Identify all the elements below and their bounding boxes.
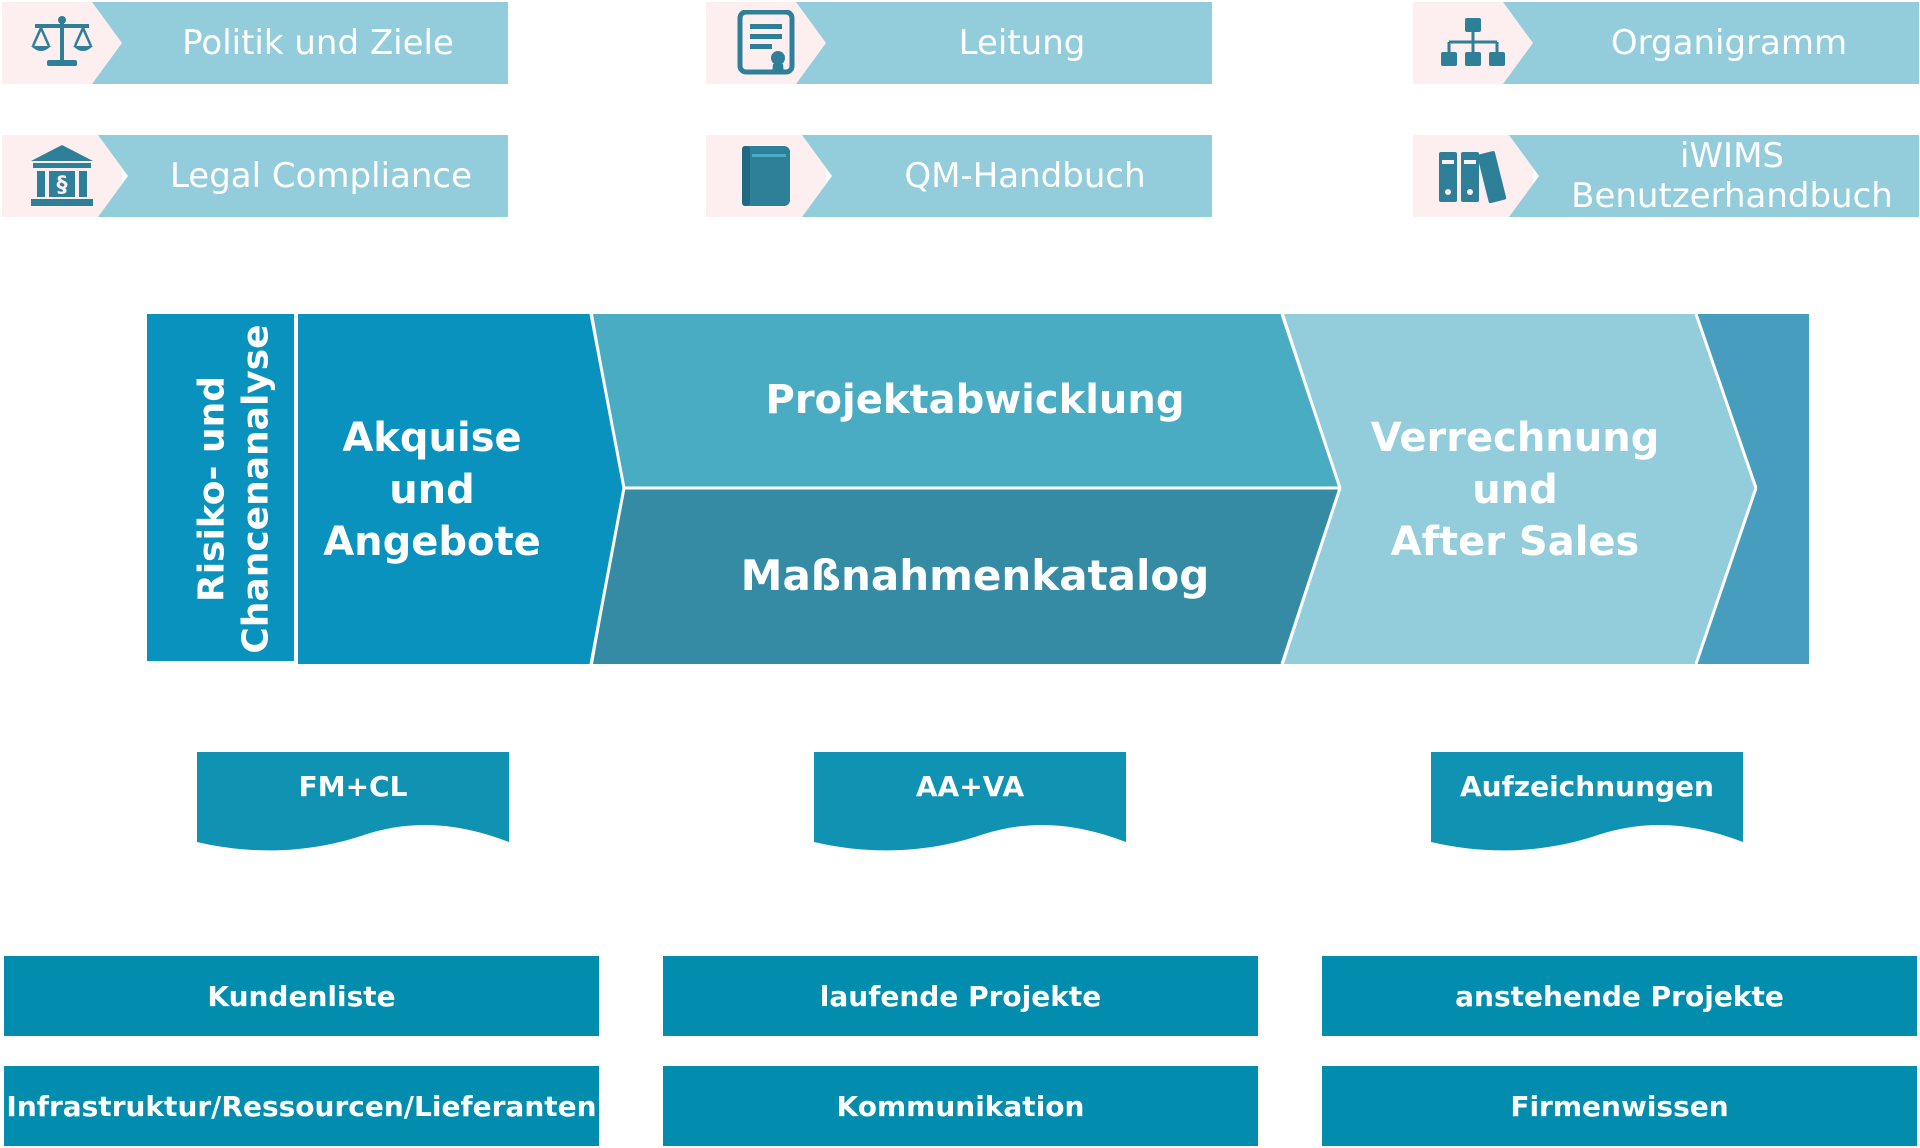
projektabwicklung-arrow bbox=[593, 314, 1340, 488]
book-icon bbox=[706, 135, 826, 217]
binders-icon bbox=[1413, 135, 1533, 217]
box-kommunikation[interactable]: Kommunikation bbox=[663, 1066, 1258, 1146]
akquise-label: Akquise und Angebote bbox=[298, 415, 566, 565]
risiko-label: Risiko- und Chancenanalyse bbox=[191, 316, 277, 663]
document-label: AA+VA bbox=[915, 770, 1025, 803]
risiko-label-line2: Chancenanalyse bbox=[235, 324, 277, 654]
massnahmen-arrow bbox=[593, 488, 1340, 664]
nav-tile-organigramm-bg bbox=[1503, 2, 1919, 84]
document-shape bbox=[1431, 752, 1743, 851]
massnahmenkatalog-label: Maßnahmenkatalog bbox=[740, 551, 1210, 600]
nav-tile-leitung-bg bbox=[796, 2, 1212, 84]
box-firmenwissen[interactable]: Firmenwissen bbox=[1322, 1066, 1917, 1146]
nav-label-iwims-line1: iWIMS bbox=[1679, 136, 1784, 176]
document-label: FM+CL bbox=[298, 770, 408, 803]
akquise-label-line1: Akquise und bbox=[342, 415, 522, 513]
verrechnung-label-line1: Verrechnung und bbox=[1370, 415, 1660, 513]
document-shape bbox=[814, 752, 1126, 851]
verrechnung-arrow bbox=[1284, 314, 1756, 664]
box-kundenliste[interactable]: Kundenliste bbox=[4, 956, 599, 1036]
box-anstehende-projekte[interactable]: anstehende Projekte bbox=[1322, 956, 1917, 1036]
verrechnung-label: Verrechnung und After Sales bbox=[1330, 415, 1700, 565]
box-infrastruktur[interactable]: Infrastruktur/Ressourcen/Lieferanten bbox=[4, 1066, 599, 1146]
projektabwicklung-label: Projektabwicklung bbox=[765, 377, 1185, 423]
verrechnung-label-line2: After Sales bbox=[1390, 519, 1640, 565]
svg-text:§: § bbox=[57, 173, 68, 198]
nav-label-iwims: iWIMS Benutzerhandbuch bbox=[1545, 135, 1919, 217]
nav-label-qm: QM-Handbuch bbox=[904, 156, 1146, 196]
courthouse-icon: § bbox=[2, 135, 122, 217]
document-label: Aufzeichnungen bbox=[1460, 770, 1714, 803]
nav-tile-legal-bg bbox=[98, 135, 508, 217]
nav-label-iwims-line2: Benutzerhandbuch bbox=[1571, 176, 1893, 216]
document-shape bbox=[197, 752, 509, 851]
box-laufende-projekte[interactable]: laufende Projekte bbox=[663, 956, 1258, 1036]
nav-label-organigramm: Organigramm bbox=[1610, 23, 1848, 63]
nav-tile-qm-bg bbox=[802, 135, 1212, 217]
nav-tile-iwims-bg bbox=[1509, 135, 1919, 217]
risiko-label-line1: Risiko- und bbox=[191, 375, 233, 603]
certificate-icon bbox=[706, 2, 826, 84]
scales-icon bbox=[2, 2, 122, 84]
nav-label-leitung: Leitung bbox=[958, 23, 1086, 63]
nav-label-legal: Legal Compliance bbox=[169, 156, 473, 196]
nav-label-politik: Politik und Ziele bbox=[182, 23, 454, 63]
akquise-block bbox=[298, 314, 591, 664]
nav-tile-politik-bg bbox=[92, 2, 508, 84]
akquise-label-line2: Angebote bbox=[323, 519, 541, 565]
akquise-arrow-tip bbox=[591, 314, 624, 664]
risiko-block bbox=[147, 314, 294, 661]
